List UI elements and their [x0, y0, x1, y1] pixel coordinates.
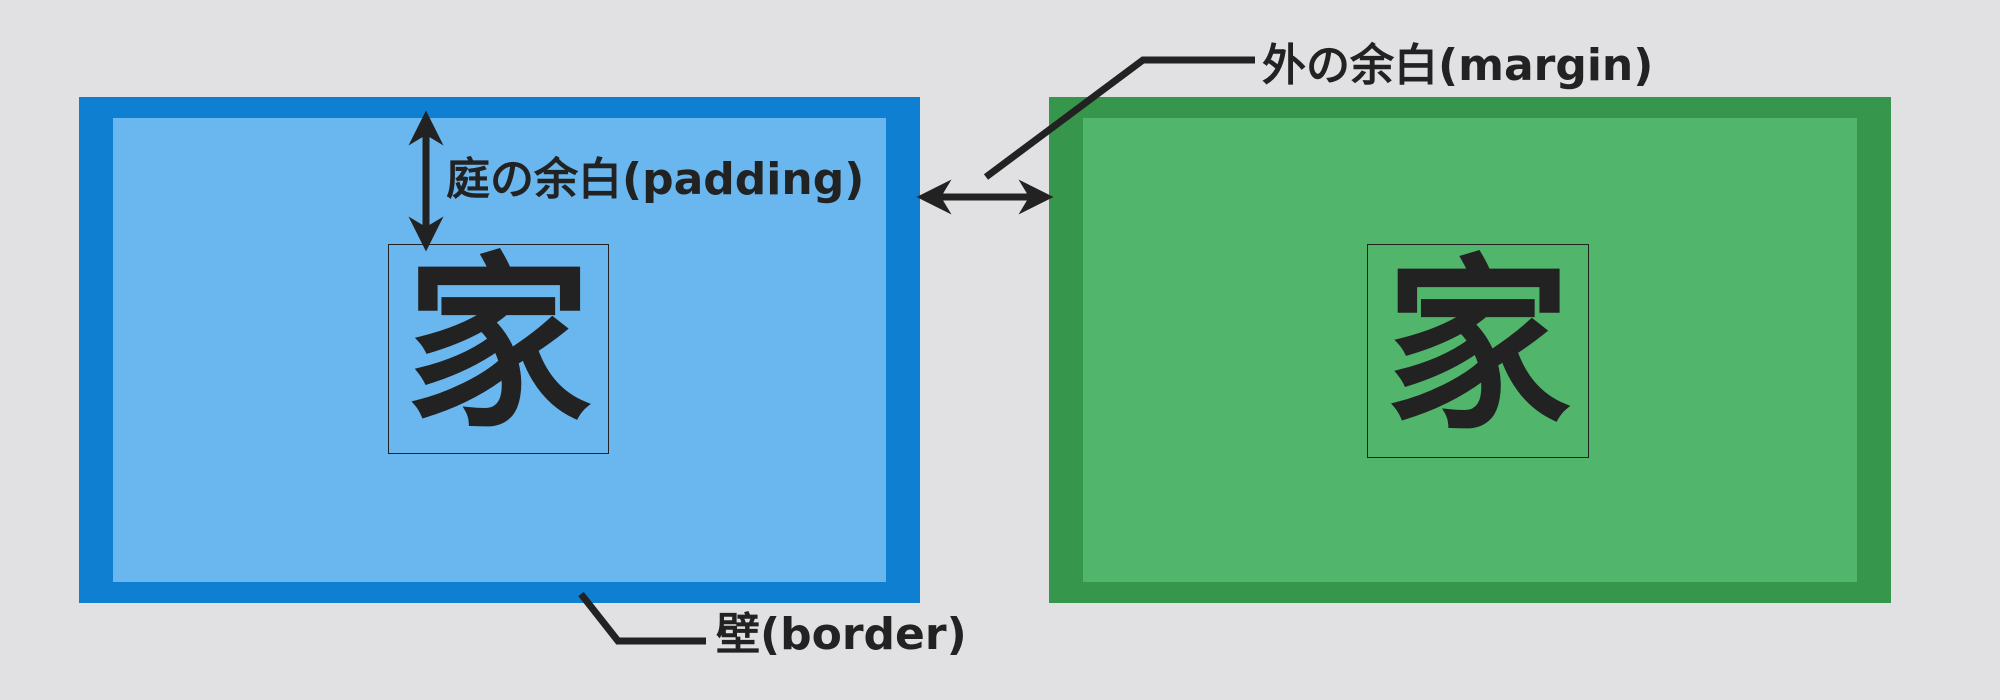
blue-box-padding-area	[113, 118, 886, 582]
margin-label: 外の余白(margin)	[1262, 40, 1654, 91]
green-box-padding-area	[1083, 118, 1857, 582]
house-glyph: 家	[405, 236, 592, 453]
border-leader-line	[578, 591, 706, 645]
green-box-content: 家	[1367, 244, 1589, 458]
green-box-border	[1049, 97, 1891, 603]
house-glyph: 家	[1384, 238, 1571, 455]
blue-box-content: 家	[388, 244, 609, 454]
padding-label: 庭の余白(padding)	[446, 154, 865, 205]
margin-leader-line	[983, 56, 1255, 180]
blue-box-border	[79, 97, 920, 603]
border-label: 壁(border)	[716, 609, 967, 660]
